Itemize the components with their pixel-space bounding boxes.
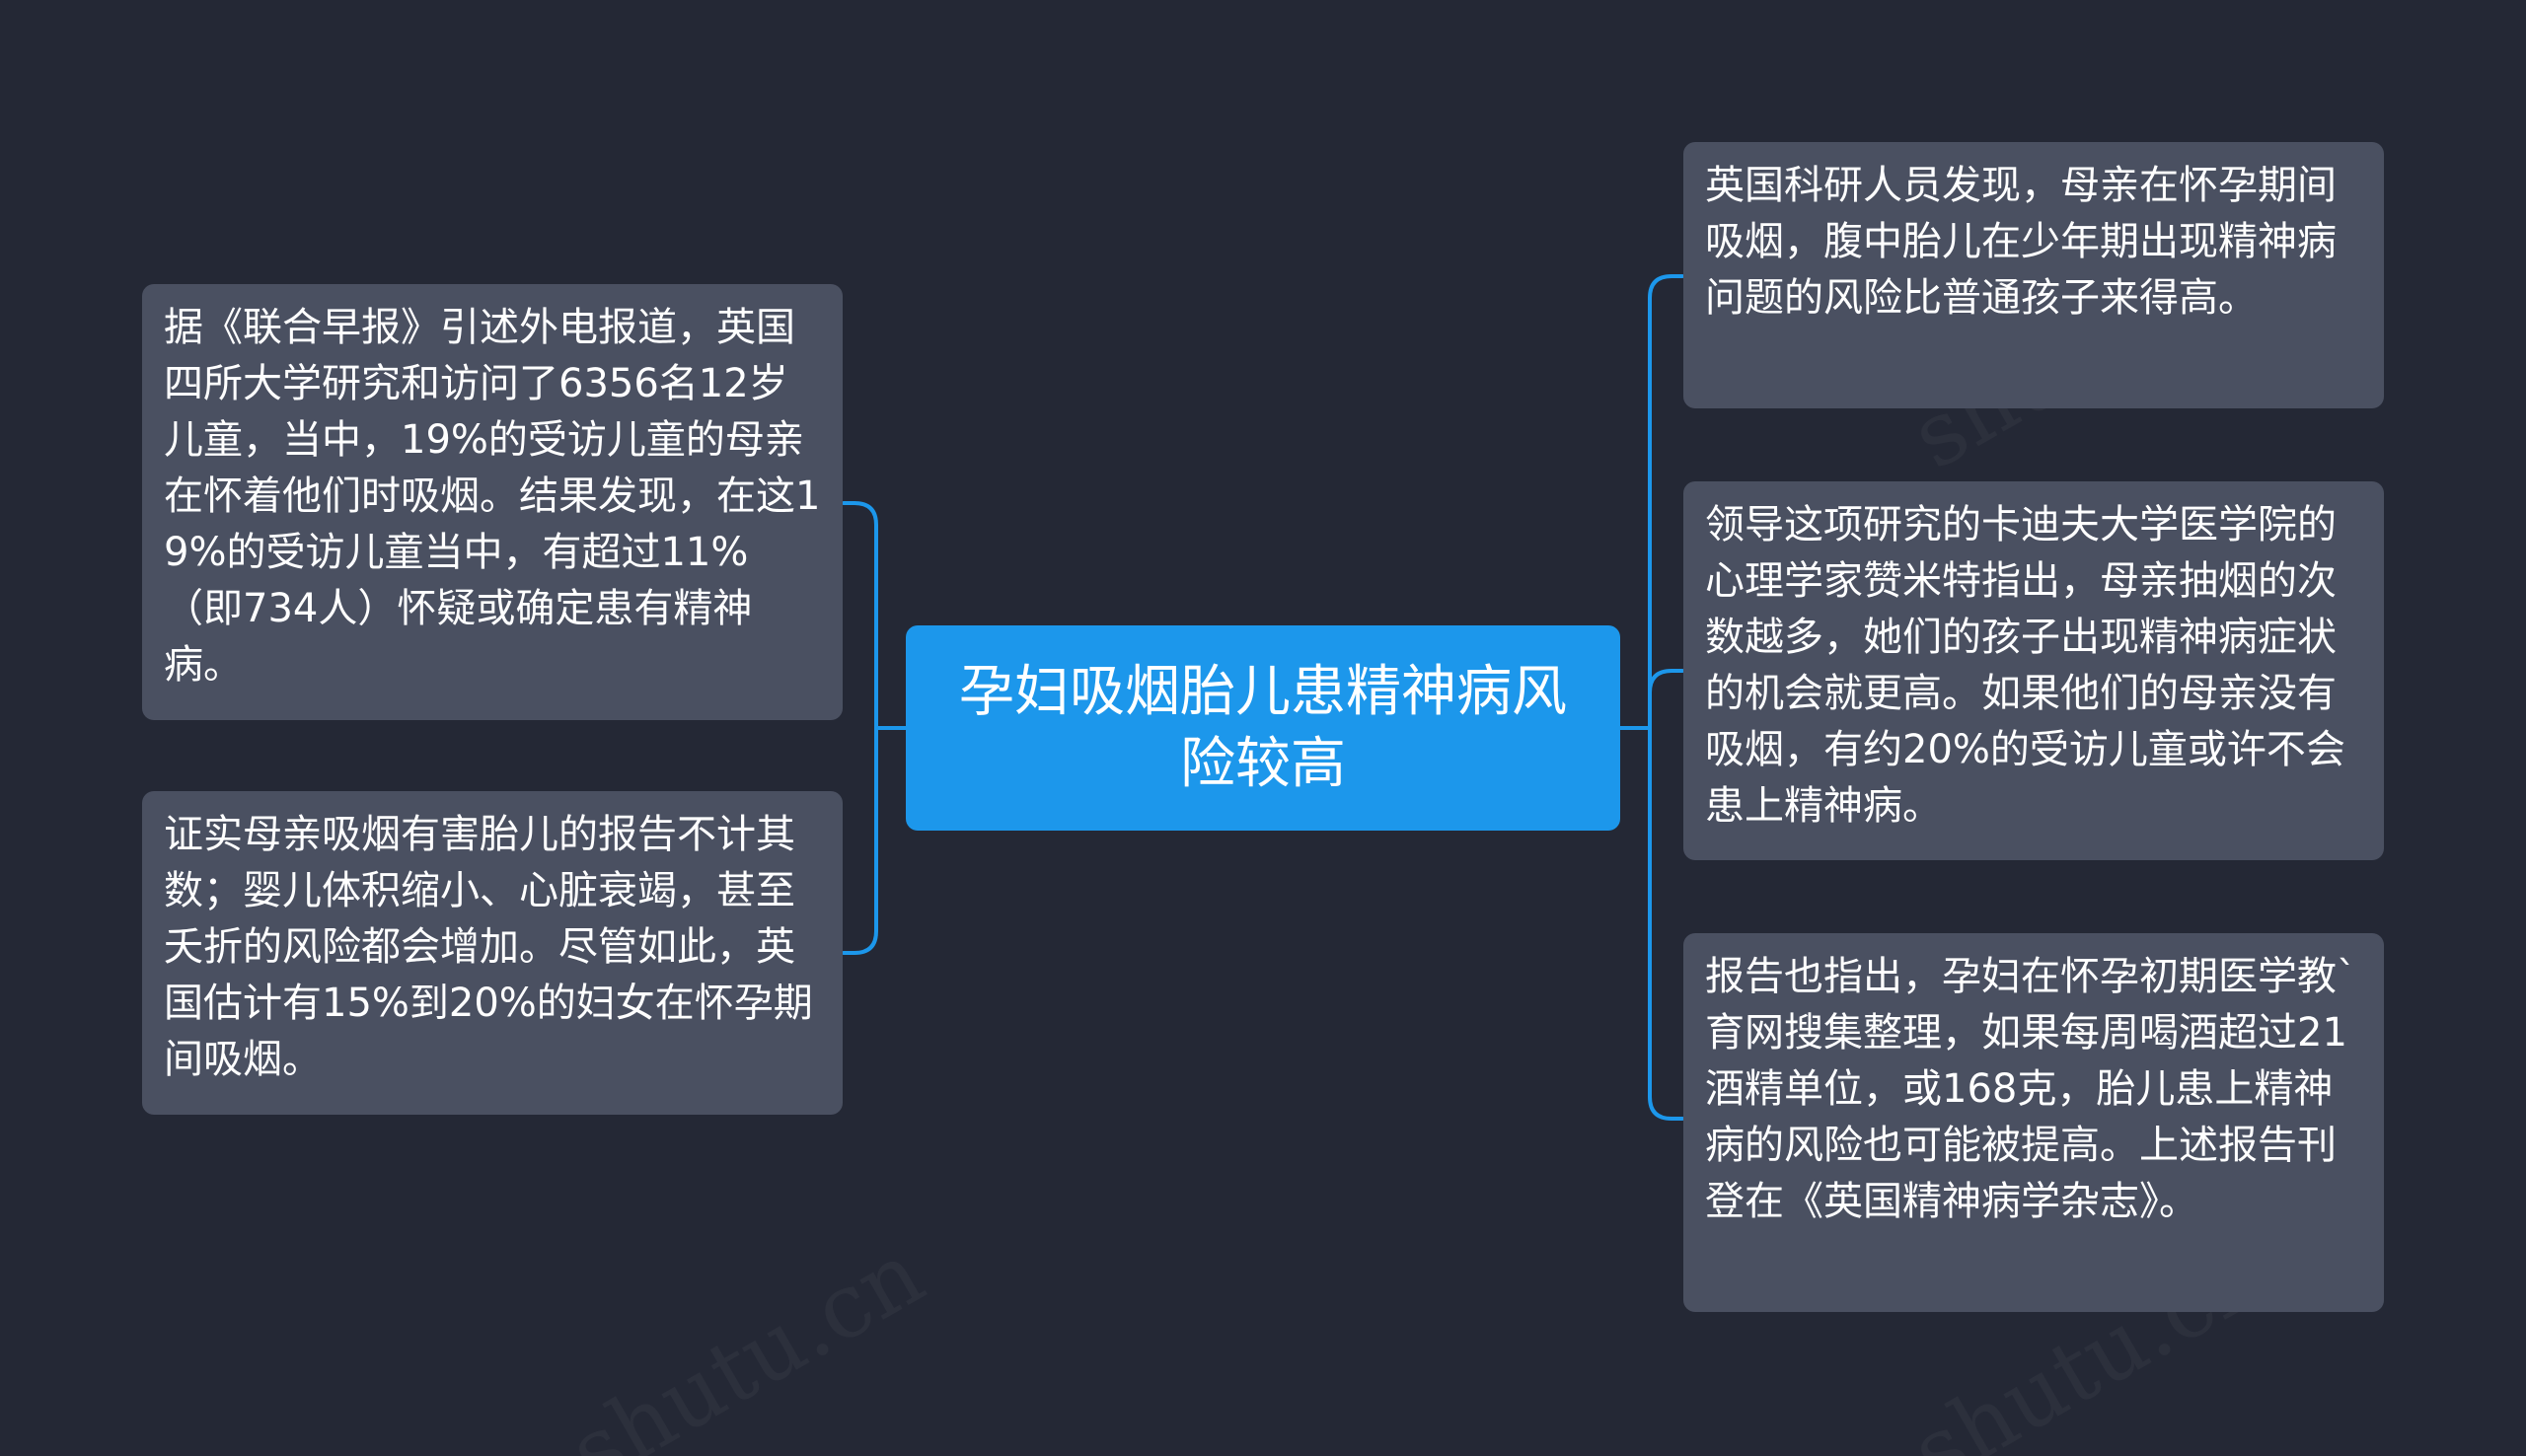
- connector-right-2: [1648, 669, 1684, 730]
- topic-left-1[interactable]: 据《联合早报》引述外电报道，英国四所大学研究和访问了6356名12岁儿童，当中，…: [142, 284, 843, 720]
- connector-right-3: [1648, 726, 1684, 1121]
- topic-left-2[interactable]: 证实母亲吸烟有害胎儿的报告不计其数；婴儿体积缩小、心脏衰竭，甚至夭折的风险都会增…: [142, 791, 843, 1115]
- central-topic-title: 孕妇吸烟胎儿患精神病风险较高: [959, 660, 1567, 796]
- topic-text: 英国科研人员发现，母亲在怀孕期间吸烟，腹中胎儿在少年期出现精神病问题的风险比普通…: [1705, 163, 2337, 321]
- topic-right-1[interactable]: 英国科研人员发现，母亲在怀孕期间吸烟，腹中胎儿在少年期出现精神病问题的风险比普通…: [1683, 142, 2384, 408]
- connector-right-1: [1648, 274, 1684, 730]
- topic-text: 领导这项研究的卡迪夫大学医学院的心理学家赞米特指出，母亲抽烟的次数越多，她们的孩…: [1705, 502, 2345, 829]
- topic-text: 证实母亲吸烟有害胎儿的报告不计其数；婴儿体积缩小、心脏衰竭，甚至夭折的风险都会增…: [164, 812, 813, 1082]
- topic-text: 据《联合早报》引述外电报道，英国四所大学研究和访问了6356名12岁儿童，当中，…: [164, 305, 821, 688]
- topic-text: 报告也指出，孕妇在怀孕初期医学教`育网搜集整理，如果每周喝酒超过21酒精单位，或…: [1705, 954, 2356, 1224]
- central-topic[interactable]: 孕妇吸烟胎儿患精神病风险较高: [906, 625, 1620, 831]
- topic-right-2[interactable]: 领导这项研究的卡迪夫大学医学院的心理学家赞米特指出，母亲抽烟的次数越多，她们的孩…: [1683, 481, 2384, 860]
- connector-left-2: [842, 726, 878, 955]
- topic-right-3[interactable]: 报告也指出，孕妇在怀孕初期医学教`育网搜集整理，如果每周喝酒超过21酒精单位，或…: [1683, 933, 2384, 1312]
- connector-left-1: [842, 501, 878, 730]
